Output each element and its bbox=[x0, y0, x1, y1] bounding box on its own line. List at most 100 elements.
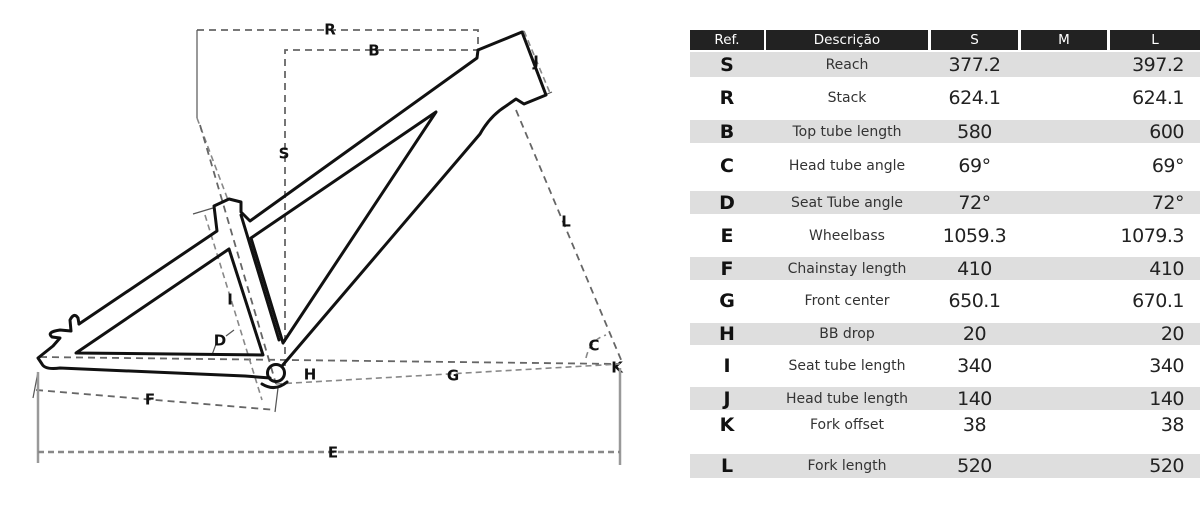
ref-cell-text: B bbox=[719, 120, 735, 143]
ref-cell: J bbox=[690, 387, 764, 410]
seat-angle-arc-top bbox=[225, 329, 235, 337]
ref-cell: D bbox=[690, 191, 764, 214]
ref-cell: H bbox=[690, 323, 764, 345]
label-I: I bbox=[227, 291, 233, 309]
ref-cell-text: L bbox=[720, 455, 734, 477]
description-cell: Seat tube length bbox=[766, 345, 928, 386]
size-s-value: 1059.3 bbox=[931, 214, 1018, 257]
size-l-value-text: 397.2 bbox=[1132, 53, 1184, 76]
size-s-value-text: 340 bbox=[957, 354, 992, 377]
size-s-value: 20 bbox=[931, 323, 1018, 345]
description-cell: Reach bbox=[766, 52, 928, 77]
label-L: L bbox=[561, 213, 571, 231]
size-l-value-text: 72° bbox=[1151, 191, 1185, 214]
ref-cell: F bbox=[690, 257, 764, 280]
description-cell-text: Head tube length bbox=[786, 390, 908, 407]
size-s-value-text: 624.1 bbox=[948, 86, 1001, 109]
table-row: S Reach 377.2 397.2 bbox=[690, 52, 1200, 77]
header-size-l: L bbox=[1110, 30, 1200, 50]
label-D: D bbox=[214, 332, 226, 350]
size-m-value bbox=[1021, 454, 1107, 478]
main-triangle-inner bbox=[249, 110, 438, 345]
seat-tube-axis-line bbox=[199, 124, 277, 385]
head-angle-arc bbox=[585, 334, 607, 359]
size-m-value bbox=[1021, 345, 1107, 386]
size-s-value-text: 580 bbox=[957, 120, 992, 143]
description-cell: Seat Tube angle bbox=[766, 191, 928, 214]
label-F: F bbox=[145, 391, 155, 409]
seat-tube-length-line bbox=[204, 214, 263, 401]
bb-height-line bbox=[39, 356, 621, 365]
size-l-value-text: 670.1 bbox=[1132, 290, 1184, 312]
ref-cell-text: I bbox=[723, 354, 731, 377]
label-K: K bbox=[611, 359, 624, 377]
size-s-value-text: 410 bbox=[957, 257, 992, 280]
description-cell: Head tube angle bbox=[766, 143, 928, 189]
size-s-value-text: 20 bbox=[962, 323, 987, 345]
size-m-value bbox=[1021, 387, 1107, 410]
table-row: I Seat tube length 340 340 bbox=[690, 345, 1200, 386]
rear-triangle-inner bbox=[74, 247, 265, 357]
ref-cell: L bbox=[690, 454, 764, 478]
header-size-m: M bbox=[1021, 30, 1107, 50]
top-tube-outline bbox=[280, 30, 548, 368]
label-J: J bbox=[532, 53, 539, 71]
size-l-value-text: 520 bbox=[1149, 455, 1184, 477]
ref-cell: C bbox=[690, 143, 764, 189]
description-cell: Head tube length bbox=[766, 387, 928, 410]
description-cell-text: Seat tube length bbox=[788, 357, 906, 374]
size-s-value-text: 377.2 bbox=[948, 53, 1001, 76]
description-cell-text: Top tube length bbox=[792, 123, 902, 140]
size-l-value: 20 bbox=[1110, 323, 1200, 345]
dropout-outline bbox=[36, 313, 272, 380]
size-s-value-text: 38 bbox=[962, 414, 987, 436]
ref-cell-text: J bbox=[723, 387, 731, 410]
stack-slope-line bbox=[196, 117, 229, 201]
label-C: C bbox=[588, 337, 599, 355]
fork-length-line bbox=[515, 109, 623, 363]
label-G: G bbox=[447, 367, 459, 385]
size-s-value: 377.2 bbox=[931, 52, 1018, 77]
description-cell-text: Reach bbox=[825, 56, 869, 73]
description-cell-text: Fork offset bbox=[809, 417, 885, 433]
size-l-value-text: 69° bbox=[1151, 155, 1185, 177]
size-m-value bbox=[1021, 52, 1107, 77]
head-tube-dimension-line bbox=[523, 30, 551, 94]
chainstay-dimension-line bbox=[35, 389, 277, 411]
size-l-value: 520 bbox=[1110, 454, 1200, 478]
description-cell: Top tube length bbox=[766, 120, 928, 143]
ref-cell-text: F bbox=[720, 257, 734, 280]
seat-tube-right-edge bbox=[239, 213, 281, 342]
description-cell: Wheelbass bbox=[766, 214, 928, 257]
ref-cell-text: D bbox=[719, 191, 735, 214]
ref-cell: S bbox=[690, 52, 764, 77]
size-m-value bbox=[1021, 214, 1107, 257]
size-s-value: 410 bbox=[931, 257, 1018, 280]
size-s-value: 69° bbox=[931, 143, 1018, 189]
frame-geometry-diagram: R B S J L C K G H I D F E bbox=[32, 21, 624, 465]
bottom-bracket bbox=[266, 363, 286, 383]
size-l-value: 670.1 bbox=[1110, 280, 1200, 322]
size-s-value: 72° bbox=[931, 191, 1018, 214]
size-l-value: 72° bbox=[1110, 191, 1200, 214]
ref-cell: G bbox=[690, 280, 764, 322]
size-l-value-text: 38 bbox=[1160, 414, 1185, 436]
size-l-value: 340 bbox=[1110, 345, 1200, 386]
size-m-value bbox=[1021, 410, 1107, 440]
label-H: H bbox=[304, 366, 317, 384]
header-size-s: S bbox=[931, 30, 1018, 50]
description-cell: Fork offset bbox=[766, 410, 928, 440]
ref-cell: I bbox=[690, 345, 764, 386]
description-cell: Fork length bbox=[766, 454, 928, 478]
size-l-value: 600 bbox=[1110, 120, 1200, 143]
size-m-value bbox=[1021, 323, 1107, 345]
size-s-value-text: 1059.3 bbox=[942, 224, 1007, 247]
description-cell: Front center bbox=[766, 280, 928, 322]
size-l-value: 140 bbox=[1110, 387, 1200, 410]
